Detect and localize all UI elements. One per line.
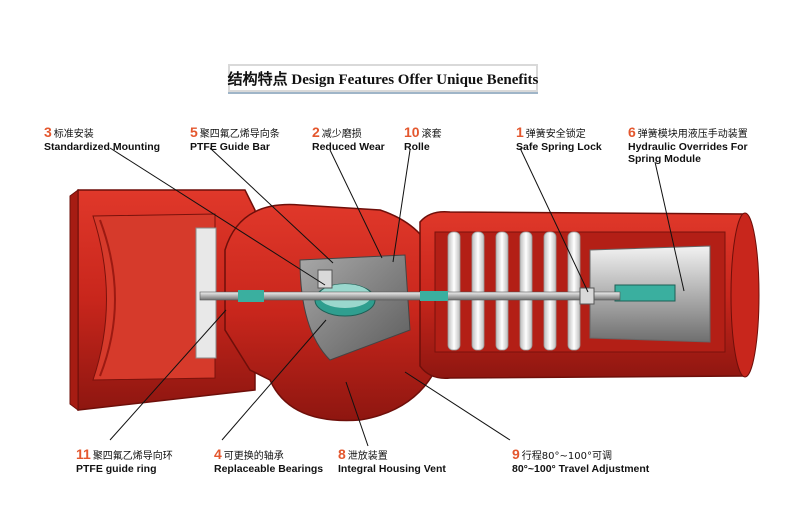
callout-chinese-label: 聚四氟乙烯导向条 bbox=[200, 129, 280, 140]
callout-number: 9 bbox=[512, 446, 520, 462]
callout-number: 3 bbox=[44, 124, 52, 140]
callout-english-label: Rolle bbox=[404, 141, 442, 153]
callout-chinese-label: 标准安装 bbox=[54, 129, 94, 140]
callout-number: 1 bbox=[516, 124, 524, 140]
callout-english-label: Hydraulic Overrides For Spring Module bbox=[628, 141, 778, 165]
callout-english-label: Reduced Wear bbox=[312, 141, 385, 153]
callout-number: 10 bbox=[404, 124, 420, 140]
center-housing bbox=[225, 205, 440, 421]
callout-english-label: 80°~100° Travel Adjustment bbox=[512, 463, 649, 475]
callout-chinese-label: 弹簧安全锁定 bbox=[526, 129, 586, 140]
callout-chinese-label: 行程80°~100°可调 bbox=[522, 451, 612, 462]
callout-english-label: Safe Spring Lock bbox=[516, 141, 602, 153]
callout-chinese-label: 泄放装置 bbox=[348, 451, 388, 462]
callout-number: 6 bbox=[628, 124, 636, 140]
callout-english-label: Replaceable Bearings bbox=[214, 463, 323, 475]
callout-english-label: PTFE guide ring bbox=[76, 463, 173, 475]
callout-chinese-label: 可更换的轴承 bbox=[224, 451, 284, 462]
callout-english-label: Integral Housing Vent bbox=[338, 463, 446, 475]
callout-number: 5 bbox=[190, 124, 198, 140]
callout-chinese-label: 聚四氟乙烯导向环 bbox=[93, 451, 173, 462]
callout-number: 11 bbox=[76, 446, 91, 462]
callout-chinese-label: 弹簧模块用液压手动装置 bbox=[638, 129, 748, 140]
callout-chinese-label: 滚套 bbox=[422, 129, 442, 140]
callout-english-label: Standardized Mounting bbox=[44, 141, 160, 153]
callout-chinese-label: 减少磨损 bbox=[322, 129, 362, 140]
callout-number: 2 bbox=[312, 124, 320, 140]
callout-number: 4 bbox=[214, 446, 222, 462]
callout-number: 8 bbox=[338, 446, 346, 462]
callout-english-label: PTFE Guide Bar bbox=[190, 141, 280, 153]
